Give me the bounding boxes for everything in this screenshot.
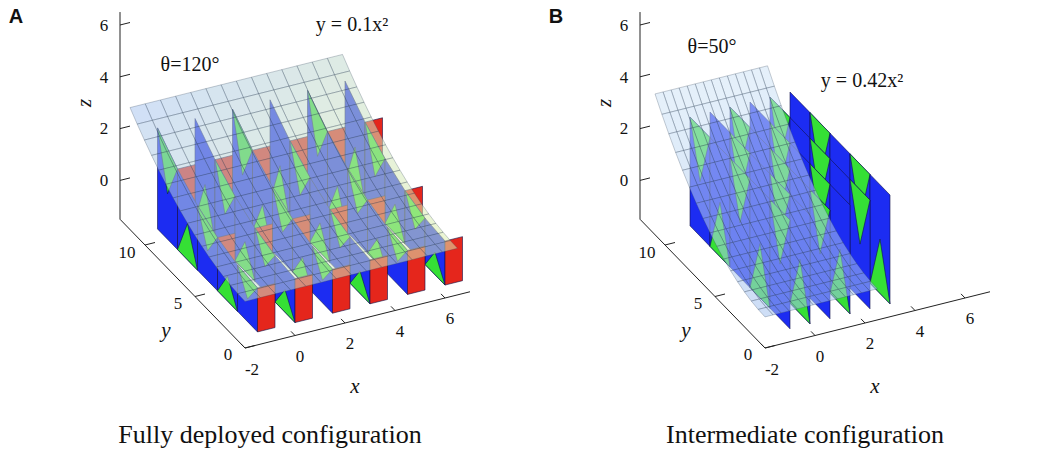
tick-label: 0	[620, 172, 629, 189]
axis-line	[145, 243, 155, 246]
axis-label: z	[74, 99, 95, 107]
axis-line	[120, 23, 130, 26]
axis-line	[811, 331, 815, 335]
axis-line	[640, 74, 650, 77]
tick-label: -2	[765, 361, 779, 378]
tick-label: 5	[694, 295, 703, 312]
surface-mesh	[703, 216, 718, 232]
plot-panel	[640, 12, 990, 348]
surface-mesh	[676, 150, 691, 170]
axis-line	[120, 12, 121, 219]
axis-line	[911, 306, 915, 310]
axis-line	[241, 344, 245, 348]
axis-line	[195, 294, 205, 297]
axis-line	[120, 219, 245, 348]
axis-label: x	[870, 376, 879, 397]
tick-label: 4	[916, 323, 925, 340]
axis-label: y	[161, 320, 170, 341]
surface-mesh	[689, 185, 704, 203]
tick-label: -2	[245, 361, 259, 378]
panel-caption: Intermediate configuration	[666, 422, 944, 448]
tick-label: 5	[174, 295, 183, 312]
axis-line	[441, 294, 445, 298]
axis-line	[640, 23, 650, 26]
panel-letter: A	[9, 6, 23, 26]
tick-label: 6	[446, 310, 455, 327]
tick-label: 4	[620, 69, 629, 86]
axis-line	[765, 346, 775, 349]
surface-mesh	[662, 112, 677, 134]
surface-mesh	[696, 201, 711, 218]
axis-label: y	[681, 320, 690, 341]
tick-label: 4	[100, 69, 109, 86]
axis-line	[861, 319, 865, 323]
tick-label: 2	[620, 120, 629, 137]
surface-mesh	[738, 280, 753, 292]
axis-line	[291, 331, 295, 335]
origami-facet	[350, 271, 370, 304]
axis-line	[640, 126, 650, 129]
panel-caption: Fully deployed configuration	[118, 422, 421, 448]
axis-line	[640, 12, 641, 219]
axis-line	[640, 178, 650, 181]
tick-label: 2	[100, 120, 109, 137]
equation-label: y = 0.42x²	[821, 70, 903, 90]
plot-panel	[120, 12, 470, 348]
origami-facet	[275, 290, 295, 323]
angle-label: θ=120°	[161, 54, 220, 74]
axis-line	[665, 243, 675, 246]
axis-label: x	[350, 376, 359, 397]
tick-label: 2	[346, 335, 355, 352]
axis-label: z	[594, 99, 615, 107]
surface-mesh	[710, 231, 725, 247]
tick-label: 0	[744, 346, 753, 363]
panel-letter: B	[549, 6, 563, 26]
axis-line	[120, 126, 130, 129]
tick-label: 10	[119, 244, 136, 261]
tick-label: 6	[620, 17, 629, 34]
surface-mesh	[724, 257, 739, 271]
equation-label: y = 0.1x²	[316, 14, 388, 34]
axis-line	[391, 306, 395, 310]
axis-line	[761, 344, 765, 348]
tick-label: 0	[224, 346, 233, 363]
surface-mesh	[731, 269, 746, 282]
origami-facet	[425, 252, 445, 285]
axis-line	[120, 178, 130, 181]
axis-line	[341, 319, 345, 323]
axis-line	[765, 292, 990, 348]
origami-facet	[870, 239, 890, 304]
axis-line	[961, 294, 965, 298]
surface-mesh	[655, 92, 670, 114]
axis-line	[245, 346, 255, 349]
tick-label: 0	[100, 172, 109, 189]
tick-label: 0	[816, 348, 825, 365]
surface-mesh	[683, 168, 698, 187]
surface-mesh	[758, 307, 773, 317]
origami-facet	[850, 179, 870, 244]
surface-mesh	[669, 132, 684, 153]
axis-line	[715, 294, 725, 297]
tick-label: 10	[639, 244, 656, 261]
tick-label: 2	[866, 335, 875, 352]
tick-label: 0	[296, 348, 305, 365]
surface-mesh	[238, 290, 260, 301]
axis-line	[120, 74, 130, 77]
surface-mesh	[717, 244, 732, 259]
tick-label: 6	[100, 17, 109, 34]
angle-label: θ=50°	[688, 36, 737, 56]
tick-label: 6	[966, 310, 975, 327]
tick-label: 4	[396, 323, 405, 340]
